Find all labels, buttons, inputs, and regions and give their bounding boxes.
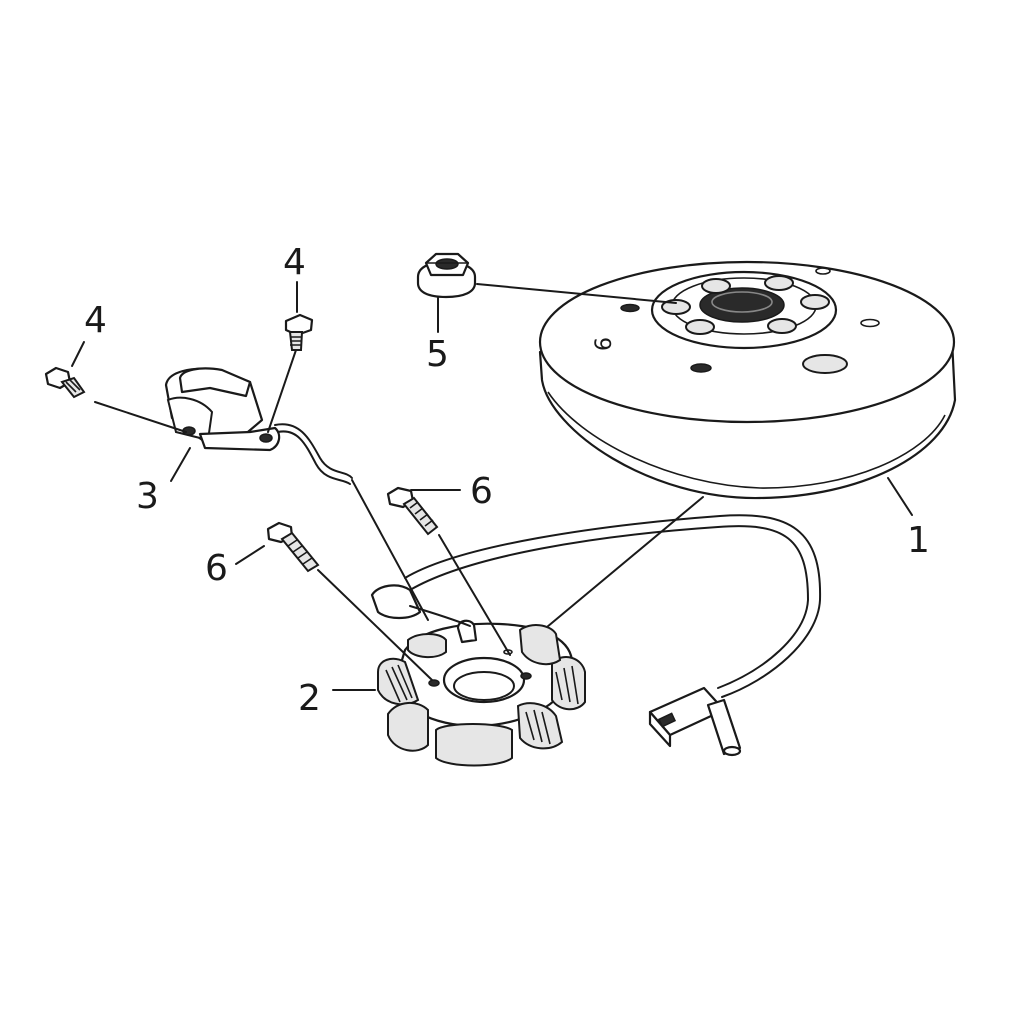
assembly-lines [94,283,704,681]
pickup-sensor [164,367,353,485]
flange-nut [416,252,477,299]
callout-4-right: 4 [283,242,306,283]
callout-1: 1 [907,520,930,561]
stator [370,584,586,767]
stator-bolt-left [266,521,320,573]
flywheel-marking: 6 [592,337,617,351]
callout-6-left: 6 [205,548,228,589]
stator-wire-harness [404,514,822,757]
callout-4-left: 4 [84,300,107,341]
stator-bolt-right [386,486,439,536]
callout-leaders [71,281,913,691]
callout-2: 2 [298,678,321,719]
callout-5: 5 [426,334,449,375]
sensor-bolt-left [44,366,86,399]
callout-6-right: 6 [470,471,493,512]
flywheel: 6 [538,260,957,500]
sensor-bolt-right [284,313,314,351]
callout-3: 3 [136,476,159,517]
wire-connector [648,686,742,757]
